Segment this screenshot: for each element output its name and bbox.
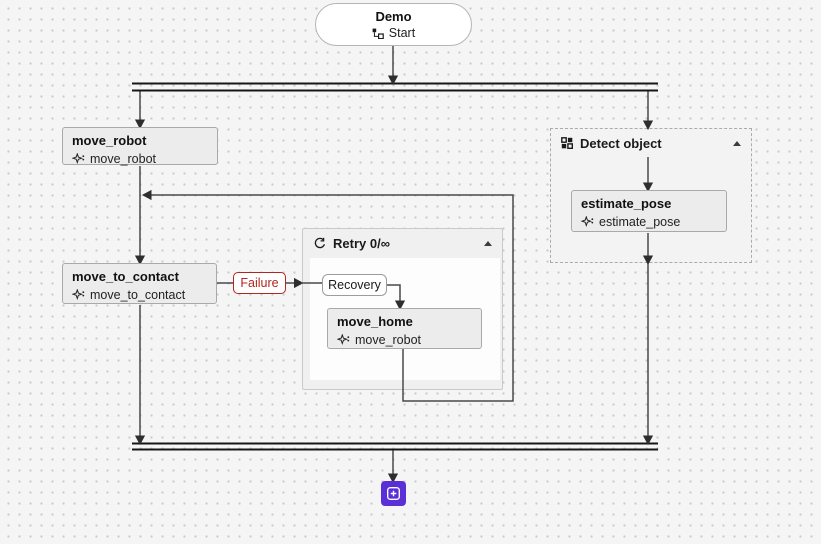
node-title: move_home — [337, 314, 413, 329]
retry-group-title: Retry 0/∞ — [333, 236, 390, 251]
recovery-label: Recovery — [328, 278, 381, 292]
retry-group-header[interactable]: Retry 0/∞ — [303, 229, 502, 258]
parallel-join-bar — [132, 442, 658, 451]
skill-icon — [581, 215, 594, 227]
start-node-action: Start — [388, 26, 416, 40]
skill-icon — [72, 152, 85, 164]
caret-up-icon[interactable] — [733, 140, 741, 146]
node-skill: estimate_pose — [599, 214, 681, 229]
add-node-button[interactable] — [381, 481, 406, 506]
node-move-home[interactable]: move_home move_robot — [327, 308, 482, 349]
node-move-to-contact[interactable]: move_to_contact move_to_contact — [62, 263, 217, 304]
start-node[interactable]: Demo Start — [315, 3, 472, 46]
flow-icon — [372, 28, 384, 39]
start-node-title: Demo — [375, 9, 412, 24]
retry-icon — [314, 237, 326, 249]
parallel-fork-bar — [132, 82, 658, 92]
detect-object-group-title: Detect object — [580, 135, 662, 151]
node-skill: move_robot — [90, 151, 157, 166]
failure-edge-label-text: Failure — [240, 276, 279, 290]
detect-object-group-header[interactable]: Detect object — [551, 129, 751, 157]
node-estimate-pose[interactable]: estimate_pose estimate_pose — [571, 190, 727, 232]
node-recovery[interactable]: Recovery — [322, 274, 387, 296]
node-title: move_robot — [72, 133, 147, 148]
failure-edge-label[interactable]: Failure — [233, 272, 286, 294]
plus-icon — [387, 487, 401, 501]
node-title: move_to_contact — [72, 269, 179, 284]
skill-icon — [337, 333, 350, 345]
skill-icon — [72, 288, 85, 300]
caret-up-icon[interactable] — [484, 241, 492, 246]
node-title: estimate_pose — [581, 196, 672, 211]
grid-icon — [561, 137, 573, 149]
node-move-robot[interactable]: move_robot move_robot — [62, 127, 218, 166]
node-skill: move_robot — [355, 332, 422, 347]
node-skill: move_to_contact — [90, 287, 186, 302]
